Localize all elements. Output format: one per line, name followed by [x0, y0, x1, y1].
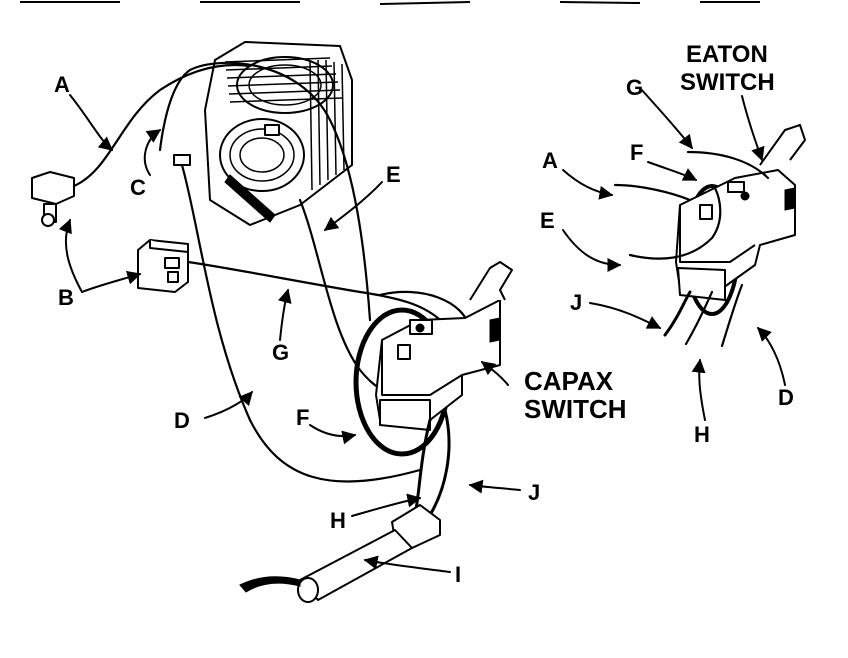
label-right-g: G	[626, 75, 643, 100]
label-right-j: J	[570, 290, 582, 315]
leader-lines-right	[562, 87, 786, 421]
label-left-j: J	[528, 480, 540, 505]
top-cropped-edge	[20, 1, 760, 5]
label-left-c: C	[130, 175, 146, 200]
capax-switch	[353, 261, 513, 457]
label-left-a: A	[54, 72, 70, 97]
field-coil-assembly	[173, 41, 353, 226]
power-cord	[239, 408, 451, 603]
eaton-switch-label-1: EATON	[686, 41, 768, 68]
brush-terminal	[31, 171, 75, 227]
eaton-wires	[613, 150, 770, 348]
eaton-switch-label-2: SWITCH	[680, 69, 775, 96]
label-right-d: D	[778, 385, 794, 410]
label-left-e: E	[386, 162, 401, 187]
terminal-connector	[137, 239, 189, 293]
capax-switch-label-2: SWITCH	[524, 394, 627, 424]
capax-switch-label-1: CAPAX	[524, 366, 614, 396]
label-left-d: D	[174, 408, 190, 433]
label-left-g: G	[272, 340, 289, 365]
label-right-a: A	[542, 148, 558, 173]
eaton-switch	[675, 124, 806, 316]
label-left-h: H	[330, 508, 346, 533]
label-left-b: B	[58, 285, 74, 310]
label-left-i: I	[455, 562, 461, 587]
label-left-f: F	[296, 405, 309, 430]
leader-lines-left	[58, 94, 521, 573]
label-right-h: H	[694, 422, 710, 447]
label-right-f: F	[630, 140, 643, 165]
label-right-e: E	[540, 208, 555, 233]
